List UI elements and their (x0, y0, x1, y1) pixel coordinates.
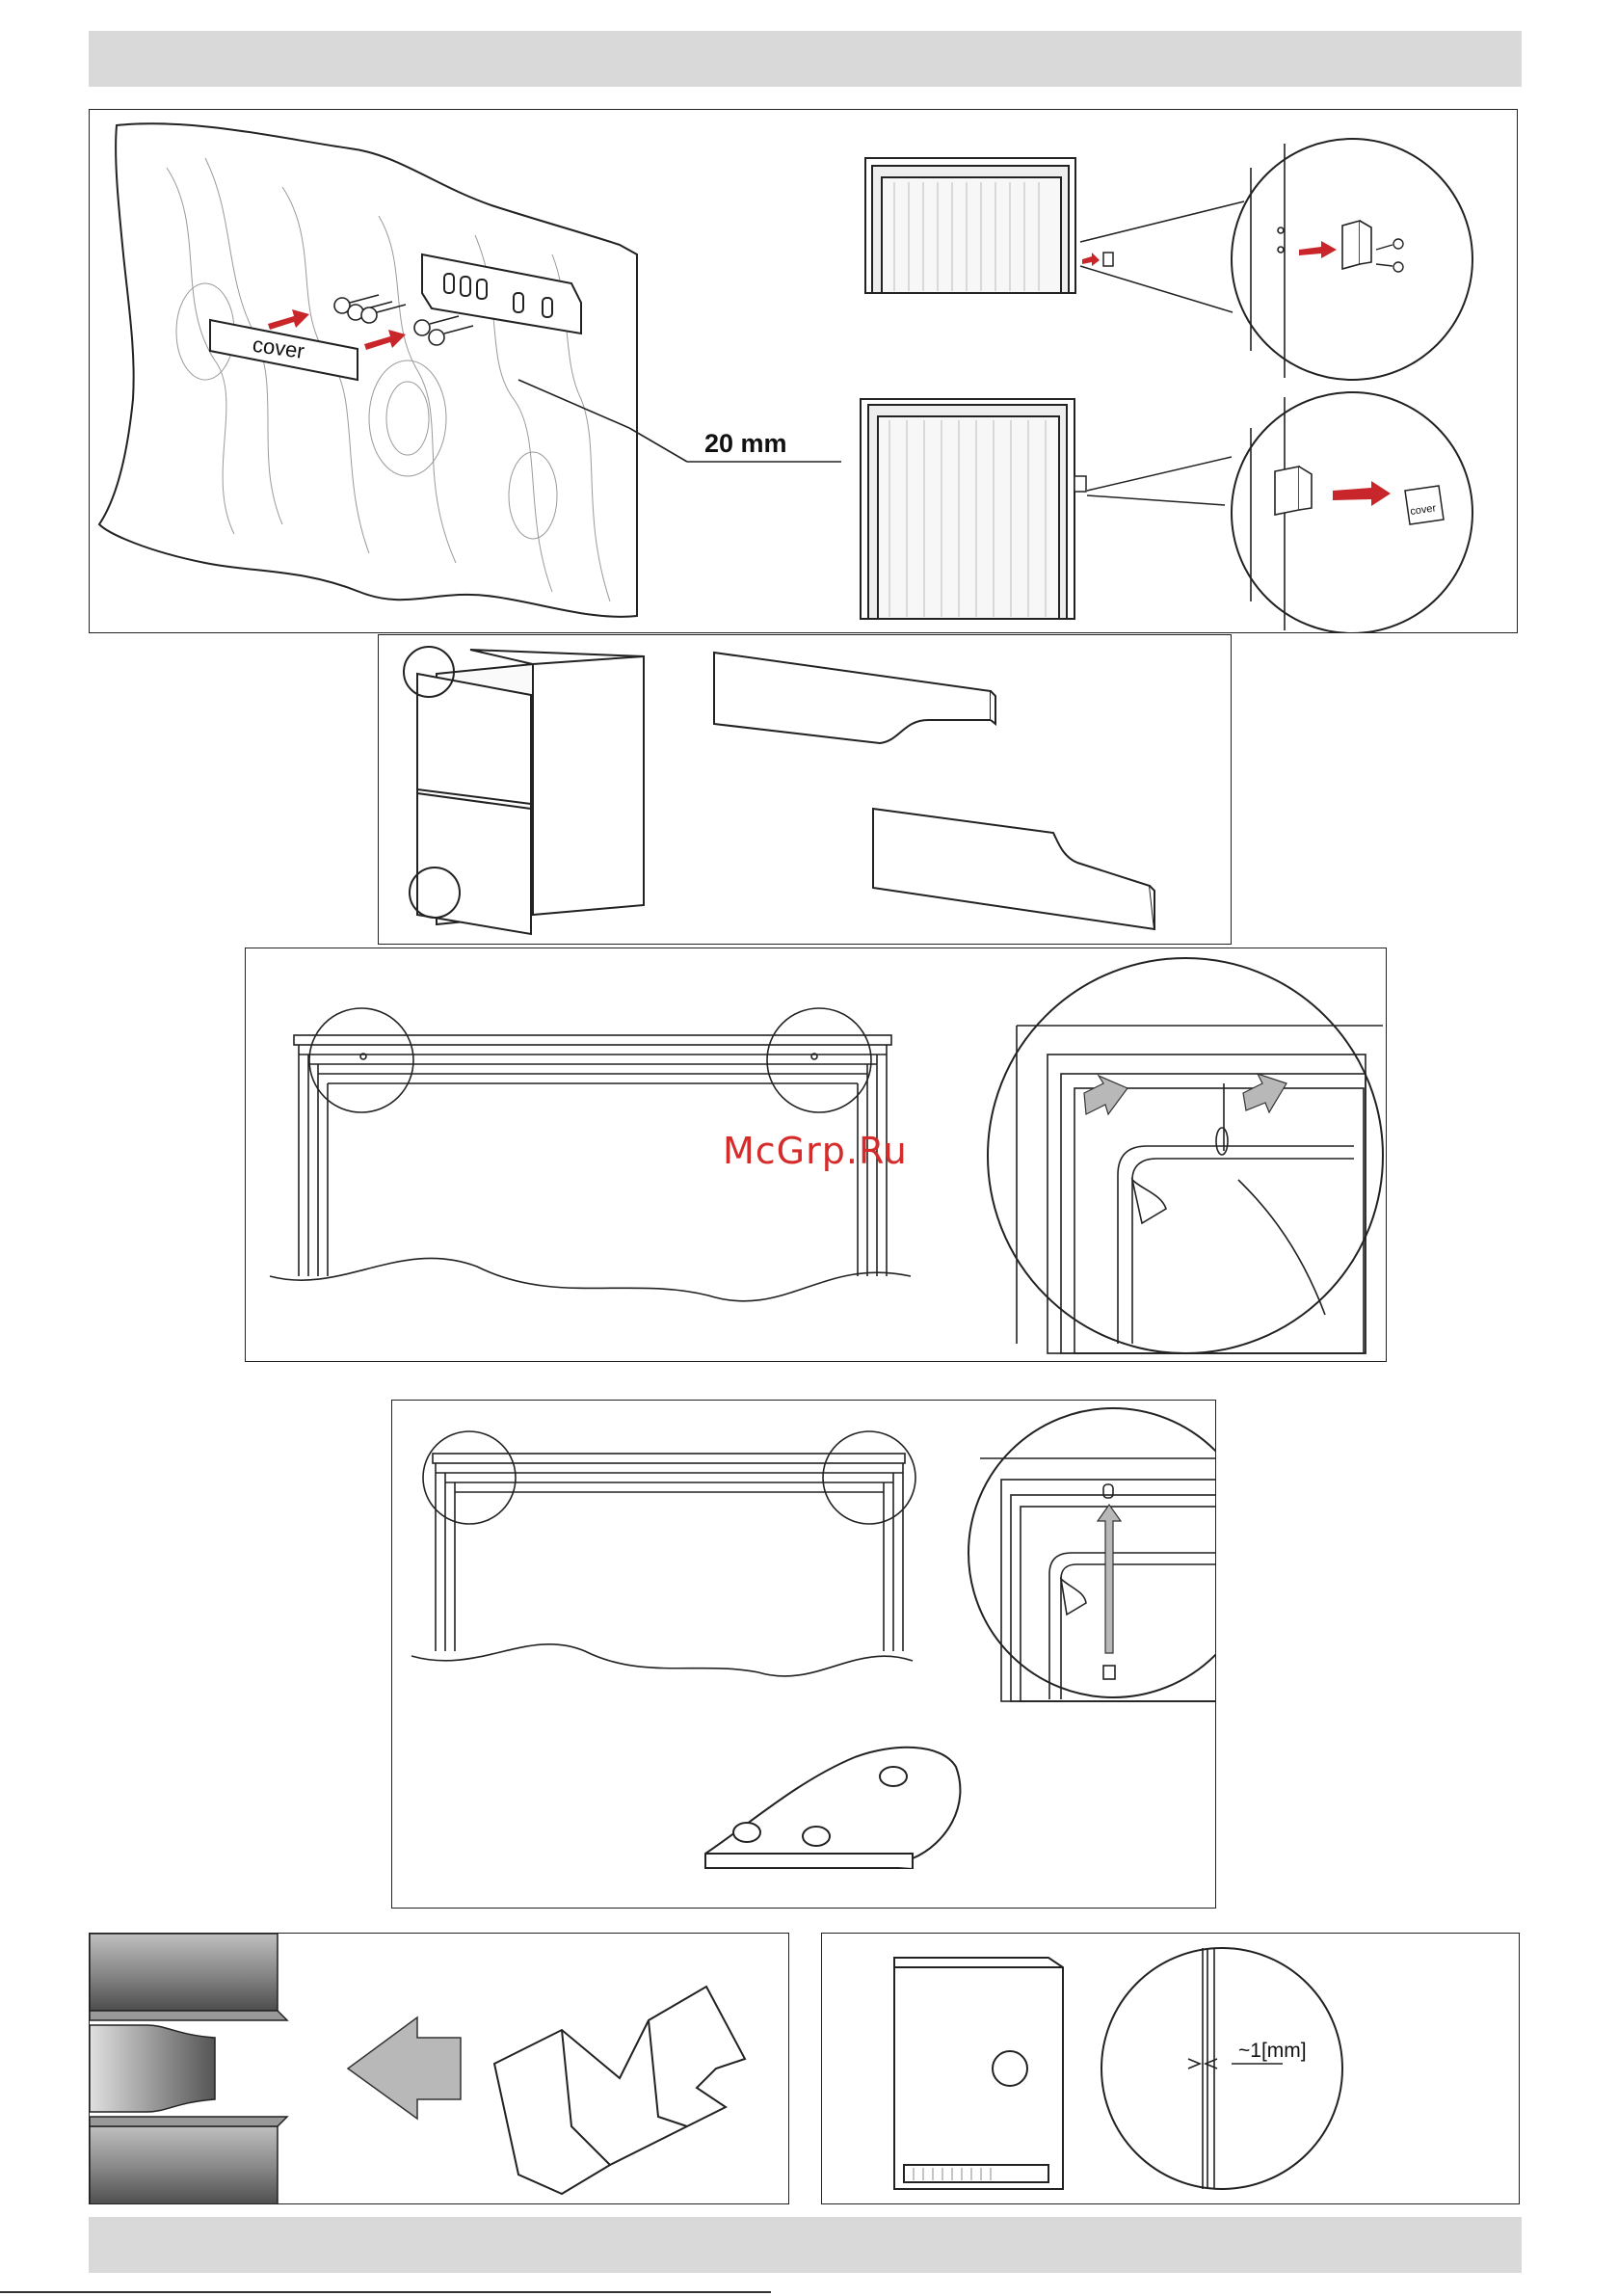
footer-bar (89, 2217, 1522, 2273)
small-cover-part: cover (1405, 486, 1444, 524)
panel-seal-section (89, 1933, 789, 2204)
watermark: McGrp.Ru (723, 1130, 908, 1172)
panel-gap-detail: ~1[mm] (821, 1933, 1520, 2204)
cabinet-cover-illustration (379, 635, 1232, 945)
gap-label: ~1[mm] (1238, 2040, 1307, 2062)
panel-frame-plate (391, 1400, 1216, 1909)
seal-section-illustration (90, 1934, 789, 2204)
panel-door-bracket-mounting: cover 20 mm (89, 109, 1518, 633)
frame-plate-illustration (392, 1401, 1216, 1909)
panel-cabinet-covers (378, 634, 1232, 945)
bottom-rule (0, 2291, 771, 2293)
door-bracket-illustration: cover 20 mm (90, 110, 1518, 633)
gap-detail-illustration: ~1[mm] (822, 1934, 1520, 2204)
header-bar (89, 31, 1522, 87)
distance-label: 20 mm (704, 429, 787, 458)
